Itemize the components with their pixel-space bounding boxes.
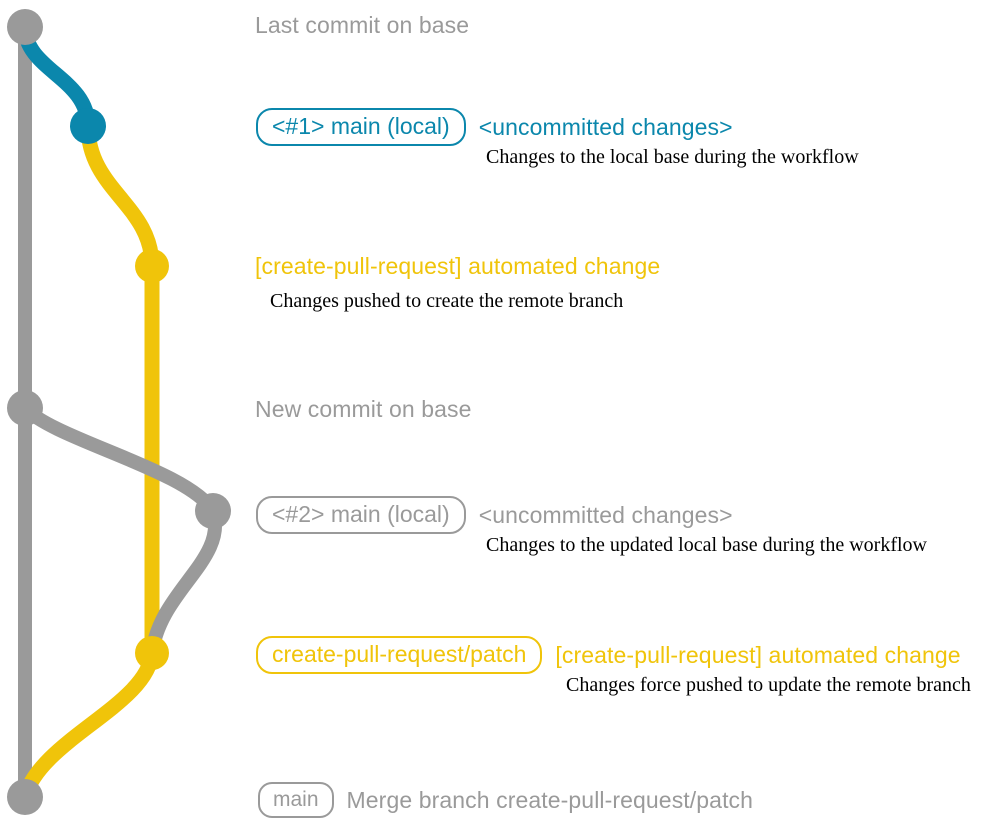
- commit-message-automated-change-1: [create-pull-request] automated change: [255, 253, 661, 279]
- commit-message-new-commit-on-base: New commit on base: [255, 396, 472, 422]
- row-last-commit-on-base: Last commit on base: [255, 12, 469, 39]
- commit-note-local-commit-2: Changes to the updated local base during…: [486, 534, 927, 556]
- commit-node-automated-change-2[interactable]: [135, 636, 169, 670]
- commit-note-automated-change-2: Changes force pushed to update the remot…: [566, 674, 971, 696]
- commit-note-local-commit-1: Changes to the local base during the wor…: [486, 146, 859, 168]
- commit-note-automated-change-1: Changes pushed to create the remote bran…: [270, 290, 624, 312]
- patch-merge-line: [17, 645, 160, 805]
- commit-message-automated-change-2: [create-pull-request] automated change: [555, 641, 961, 668]
- commit-message-last-commit-on-base: Last commit on base: [255, 12, 470, 38]
- commit-node-merge-commit[interactable]: [7, 779, 43, 815]
- row-local-commit-1: <#1> main (local) <uncommitted changes>: [256, 108, 733, 146]
- commit-node-uncommitted-changes-2[interactable]: [195, 493, 231, 529]
- commit-node-last-commit-on-base[interactable]: [7, 9, 43, 45]
- branch-badge-main-local-2[interactable]: <#2> main (local): [256, 496, 466, 534]
- row-new-commit-on-base: New commit on base: [255, 396, 472, 423]
- commit-message-local-commit-1: <uncommitted changes>: [478, 113, 733, 140]
- commit-node-automated-change-1[interactable]: [135, 249, 169, 283]
- commit-message-merge-commit: Merge branch create-pull-request/patch: [346, 786, 754, 813]
- commit-node-new-commit-on-base[interactable]: [7, 390, 43, 426]
- patch-branch-line-1: [80, 118, 160, 661]
- branch-badge-main[interactable]: main: [258, 782, 334, 818]
- row-automated-change-1: [create-pull-request] automated change: [255, 253, 660, 280]
- commit-node-uncommitted-changes-1[interactable]: [70, 108, 106, 144]
- local-branch-line-1: [17, 19, 96, 134]
- local-branch-line-2: [18, 401, 222, 660]
- row-merge-commit: main Merge branch create-pull-request/pa…: [258, 782, 753, 818]
- commit-message-local-commit-2: <uncommitted changes>: [478, 501, 733, 528]
- row-local-commit-2: <#2> main (local) <uncommitted changes>: [256, 496, 733, 534]
- branch-badge-create-pull-request-patch[interactable]: create-pull-request/patch: [256, 636, 543, 674]
- branch-badge-main-local-1[interactable]: <#1> main (local): [256, 108, 466, 146]
- row-automated-change-2: create-pull-request/patch [create-pull-r…: [256, 636, 961, 674]
